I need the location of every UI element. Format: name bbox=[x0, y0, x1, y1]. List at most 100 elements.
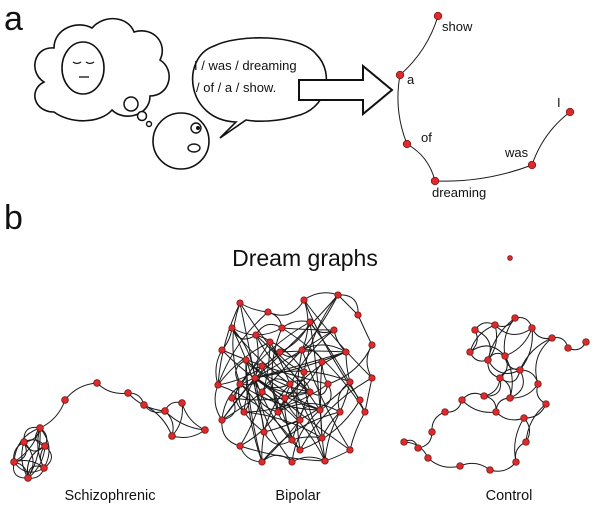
graph-node bbox=[324, 380, 332, 388]
graph-edge bbox=[303, 292, 339, 301]
graph-node bbox=[306, 318, 314, 326]
sentence-edge bbox=[399, 15, 439, 76]
graph-edge bbox=[459, 462, 491, 471]
dream-graph-bipolar bbox=[214, 291, 376, 466]
graph-edge bbox=[254, 377, 351, 451]
graph-edge bbox=[284, 329, 335, 399]
graph-edge bbox=[39, 427, 50, 469]
graph-node bbox=[24, 474, 32, 482]
graph-node bbox=[484, 356, 492, 364]
graph-edge bbox=[357, 314, 373, 346]
graph-node bbox=[228, 394, 236, 402]
graph-node bbox=[321, 457, 329, 465]
speaker-head bbox=[152, 112, 210, 170]
graph-edge bbox=[239, 302, 311, 393]
graph-node bbox=[278, 324, 286, 332]
graph-node bbox=[20, 438, 28, 446]
graph-node bbox=[36, 424, 44, 432]
graph-node bbox=[258, 458, 266, 466]
graph-node bbox=[471, 326, 479, 334]
graph-edge bbox=[277, 403, 341, 413]
graph-node bbox=[491, 321, 499, 329]
word-label: of bbox=[421, 130, 432, 145]
graph-edge bbox=[469, 345, 506, 357]
graph-edge bbox=[171, 402, 183, 437]
graph-edge bbox=[324, 449, 351, 462]
graph-edge bbox=[39, 399, 66, 429]
graph-edge bbox=[489, 461, 517, 472]
graph-edge bbox=[96, 382, 129, 396]
graph-node bbox=[61, 396, 69, 404]
graph-node bbox=[251, 374, 259, 382]
word-node bbox=[430, 176, 440, 186]
graph-edge bbox=[254, 377, 293, 463]
graph-node bbox=[414, 444, 422, 452]
graph-node bbox=[300, 296, 308, 304]
graph-edge bbox=[171, 429, 206, 439]
graph-node bbox=[520, 414, 528, 422]
dream-graph-schizophrenic bbox=[10, 379, 209, 482]
graph-edge bbox=[301, 294, 339, 351]
graph-node bbox=[334, 291, 342, 299]
graph-edge bbox=[164, 410, 206, 432]
word-node bbox=[565, 107, 575, 117]
graph-edge bbox=[238, 302, 256, 379]
graph-node bbox=[201, 426, 209, 434]
graph-node bbox=[300, 368, 308, 376]
graph-node bbox=[236, 380, 244, 388]
graph-node bbox=[140, 401, 148, 409]
graph-edge bbox=[327, 344, 373, 385]
graph-edge bbox=[261, 410, 341, 463]
graph-edge bbox=[239, 445, 326, 463]
dreamer-face bbox=[61, 41, 105, 95]
graph-edge bbox=[494, 324, 533, 335]
graph-edge bbox=[254, 377, 301, 451]
graph-node bbox=[528, 324, 536, 332]
graph-node bbox=[306, 388, 314, 396]
sentence-edge bbox=[406, 143, 436, 182]
graph-node bbox=[124, 389, 132, 397]
graph-edge bbox=[220, 377, 256, 421]
graph-node bbox=[276, 348, 284, 356]
graph-node bbox=[316, 406, 324, 414]
graph-edge bbox=[303, 371, 323, 439]
graph-edge bbox=[296, 349, 304, 451]
graph-edge bbox=[519, 337, 553, 371]
word-node bbox=[527, 160, 537, 170]
graph-node bbox=[564, 344, 572, 352]
graph-node bbox=[400, 438, 408, 446]
graph-edge bbox=[245, 359, 263, 463]
graph-edge bbox=[524, 403, 547, 443]
graph-edge bbox=[277, 361, 323, 413]
graph-edge bbox=[514, 417, 525, 463]
graph-node bbox=[264, 308, 272, 316]
graph-node bbox=[242, 356, 250, 364]
caption-bipolar: Bipolar bbox=[275, 488, 320, 504]
graph-edge bbox=[239, 397, 286, 447]
word-label: a bbox=[407, 72, 415, 87]
graph-edge bbox=[216, 302, 241, 386]
graph-node bbox=[258, 388, 266, 396]
graph-node bbox=[368, 374, 376, 382]
graph-node bbox=[218, 416, 226, 424]
caption-control: Control bbox=[486, 488, 533, 504]
graph-edge bbox=[337, 294, 359, 316]
word-label: I bbox=[557, 95, 561, 110]
speech-bubble: I / was / dreaming / of / a / show. bbox=[191, 37, 328, 139]
graph-edge bbox=[181, 402, 206, 431]
sentence-edge bbox=[531, 111, 571, 166]
graph-edge bbox=[219, 419, 241, 447]
graph-edge bbox=[232, 302, 241, 385]
graph-node bbox=[346, 446, 354, 454]
graph-node bbox=[41, 442, 49, 450]
graph-node bbox=[582, 338, 590, 346]
word-label: show bbox=[442, 19, 473, 34]
graph-node bbox=[298, 346, 306, 354]
graph-node bbox=[507, 255, 513, 261]
graph-edge bbox=[474, 329, 491, 361]
graph-node bbox=[522, 438, 530, 446]
graph-node bbox=[281, 394, 289, 402]
graph-node bbox=[236, 299, 244, 307]
